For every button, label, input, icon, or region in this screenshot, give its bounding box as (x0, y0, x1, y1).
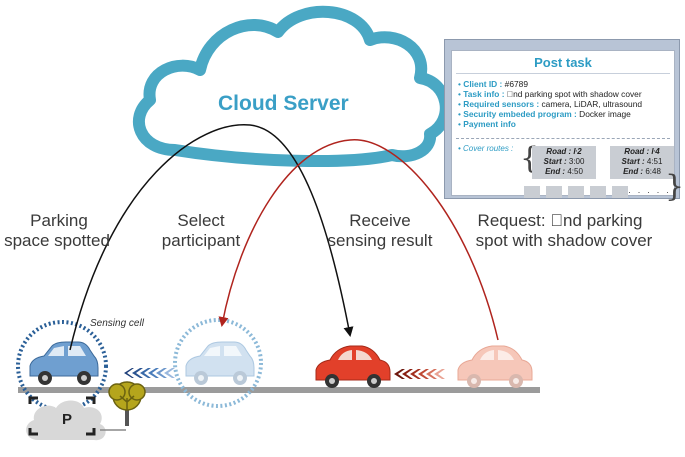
blue-car-icon (29, 341, 99, 385)
security-row: • Security embeded program : Docker imag… (458, 109, 631, 119)
road (18, 387, 540, 393)
cloud-server-title: Cloud Server (218, 92, 349, 115)
parking-label-line2: space spotted (4, 231, 110, 250)
parking-label-line1: Parking (30, 211, 88, 230)
cover-routes-label: • Cover routes : (458, 144, 514, 153)
more-routes-ellipsis: · · · · · (628, 187, 671, 197)
blue-chevron-arrows-icon (124, 368, 175, 378)
select-label-line1: Select (177, 211, 225, 230)
post-task-body: Post task • Client ID : #6789 • Task inf… (451, 50, 684, 202)
sensing-cell-faded-circle (173, 318, 263, 408)
select-participant-arrow (69, 124, 354, 351)
tree-icon (108, 381, 146, 426)
post-task-dashed-divider (456, 138, 670, 139)
post-task-window: Post task • Client ID : #6789 • Task inf… (444, 39, 684, 202)
task-info-key: Task info : (463, 89, 505, 99)
security-key: Security embeded program : (463, 109, 577, 119)
receive-label-line2: sensing result (327, 231, 433, 250)
sensing-cell-label: Sensing cell (90, 318, 144, 329)
security-value: Docker image (576, 109, 631, 119)
route-placeholder (546, 186, 562, 198)
payment-key: Payment info (463, 119, 516, 129)
request-label-line2: spot with shadow cover (475, 231, 653, 250)
request-arrow (218, 139, 499, 341)
faded-red-car-icon (457, 345, 533, 388)
route-card: Road : ŀ2 Start : 3:00 End : 4:50 (532, 146, 596, 179)
sensors-value: camera, LiDAR, ultrasound (539, 99, 643, 109)
select-label-line2: participant (161, 231, 241, 250)
receive-label-line1: Receive (349, 211, 411, 230)
post-task-title-divider (456, 73, 670, 74)
client-id-key: Client ID : (463, 79, 503, 89)
client-id-row: • Client ID : #6789 (458, 79, 528, 89)
task-info-row: • Task info :  nd parking spot with shad… (458, 89, 642, 99)
sensors-row: • Required sensors : camera, LiDAR, ultr… (458, 99, 643, 109)
right-brace-icon: } (665, 169, 685, 204)
route-placeholder (612, 186, 628, 198)
route-placeholder (524, 186, 540, 198)
route-card: Road : ŀ4 Start : 4:51 End : 6:48 (610, 146, 674, 179)
post-task-title: Post task (534, 55, 592, 70)
route-placeholder (568, 186, 584, 198)
client-id-value: #6789 (502, 79, 528, 89)
shadow-parking-icon (26, 396, 126, 441)
red-chevron-arrows-icon (394, 369, 445, 379)
payment-row: • Payment info (458, 119, 516, 129)
sensors-key: Required sensors : (463, 99, 540, 109)
task-info-value:  nd parking spot with shadow cover (504, 89, 642, 99)
cloud-shape (133, 5, 452, 168)
parking-sign-letter: P (62, 411, 73, 428)
faded-blue-car-icon (185, 341, 255, 385)
route-placeholder (590, 186, 606, 198)
request-label-line1: Request:  nd parking (477, 211, 643, 230)
red-car-icon (315, 345, 391, 388)
